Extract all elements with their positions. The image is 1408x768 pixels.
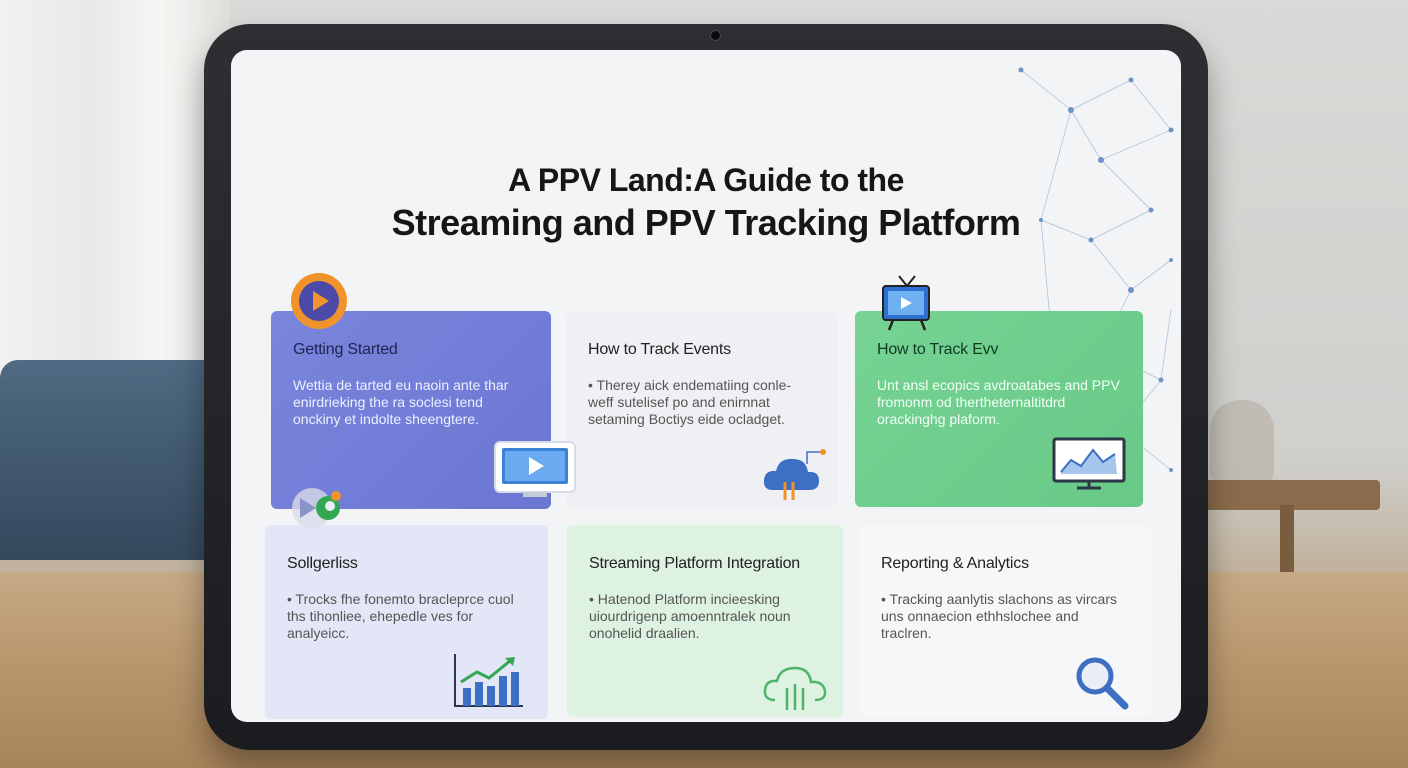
play-circle-icon (292, 488, 341, 528)
tablet-screen: A PPV Land:A Guide to the Streaming and … (231, 50, 1181, 722)
cloud-icon (763, 666, 827, 710)
card-body: Wettia de tarted eu naoin ante thar enir… (293, 377, 509, 427)
card-how-to-track-events[interactable]: How to Track Events • Therey aick endema… (566, 311, 838, 507)
card-heading: Getting Started (293, 341, 398, 358)
card-sollgerliss[interactable]: Sollgerliss • Trocks fhe fonemto braclep… (265, 525, 548, 719)
card-body: • Therey aick endematiing conle- weff su… (588, 377, 792, 427)
card-heading: How to Track Events (588, 341, 731, 358)
page-title-line-2: Streaming and PPV Tracking Platform (391, 202, 1021, 243)
card-body: • Trocks fhe fonemto bracleprce cuol ths… (287, 591, 514, 641)
tv-antenna-icon (882, 275, 930, 331)
background-vase (1210, 400, 1274, 482)
background-window (0, 0, 230, 420)
monitor-chart-icon (1052, 437, 1126, 490)
tablet-device: A PPV Land:A Guide to the Streaming and … (204, 24, 1208, 750)
background-side-table-leg (1280, 505, 1294, 575)
card-body: • Tracking aanlytis slachons as vircars … (881, 591, 1117, 641)
page-title-line-1: A PPV Land:A Guide to the (508, 162, 904, 198)
card-body: Unt ansl ecopics avdroatabes and PPV fro… (877, 377, 1120, 427)
card-body: • Hatenod Platform incieesking uiourdrig… (589, 591, 791, 641)
bar-chart-icon (454, 654, 523, 707)
card-heading: How to Track Evv (877, 341, 999, 358)
card-streaming-platform-integration[interactable]: Streaming Platform Integration • Hatenod… (567, 525, 843, 717)
play-button-icon (291, 273, 347, 329)
front-camera (710, 30, 721, 41)
card-heading: Streaming Platform Integration (589, 555, 800, 572)
magnifier-icon (1076, 657, 1129, 710)
card-heading: Sollgerliss (287, 555, 358, 572)
cloud-signal-icon (763, 449, 826, 500)
monitor-play-icon (494, 441, 576, 497)
card-heading: Reporting & Analytics (881, 555, 1029, 572)
